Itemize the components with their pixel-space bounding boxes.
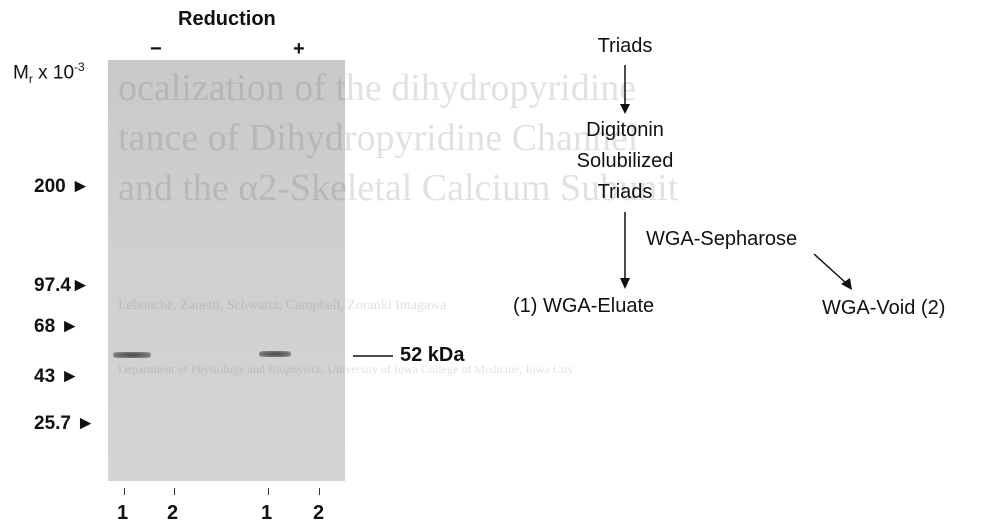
reduction-label: Reduction <box>178 8 276 30</box>
marker-arrow-icon: ► <box>60 316 80 337</box>
arrow-head-icon <box>620 104 630 114</box>
marker-arrow-icon: ► <box>70 275 90 296</box>
lane-label-2-plus: 2 <box>313 502 325 524</box>
marker-arrow-icon: ► <box>76 413 96 434</box>
marker-arrow-icon: ► <box>60 366 80 387</box>
minus-label: − <box>150 38 162 60</box>
flow-wga-sepharose: WGA-Sepharose <box>646 228 798 250</box>
lane-tick <box>174 488 175 495</box>
marker-label-25-7: 25.7 ► <box>34 413 96 434</box>
marker-label-200: 200 ► <box>34 176 90 197</box>
flow-wga-void: WGA-Void (2) <box>822 297 946 319</box>
lane-label-2-minus: 2 <box>167 502 179 524</box>
lane-label-1-minus: 1 <box>117 502 129 524</box>
marker-label-68: 68 ► <box>34 316 80 337</box>
flow-wga-eluate: (1) WGA-Eluate <box>513 295 655 317</box>
flow-solubilized: Solubilized <box>576 150 674 172</box>
arrow-sepharose-to-void <box>813 253 847 284</box>
arrow-head-icon <box>620 278 630 289</box>
lane-tick <box>124 488 125 495</box>
flow-triads-solubilized: Triads <box>597 181 653 203</box>
lane-tick <box>319 488 320 495</box>
gel-image: ocalization of the dihydropyridine tance… <box>108 60 678 481</box>
molecular-weight-axis-label: Mr x 10-3 <box>13 60 85 87</box>
marker-label-43: 43 ► <box>34 366 80 387</box>
plus-label: + <box>293 38 305 60</box>
flow-triads: Triads <box>597 35 653 57</box>
lane-label-1-plus: 1 <box>261 502 273 524</box>
protein-band-lane1-plus <box>259 351 291 357</box>
protein-band-lane1-minus <box>113 352 151 358</box>
marker-arrow-icon: ► <box>70 176 90 197</box>
lane-tick <box>268 488 269 495</box>
arrow-head-icon <box>841 278 852 290</box>
band-size-label: 52 kDa <box>400 344 465 366</box>
flow-digitonin: Digitonin <box>586 119 664 141</box>
marker-label-97-4: 97.4► <box>34 275 90 296</box>
